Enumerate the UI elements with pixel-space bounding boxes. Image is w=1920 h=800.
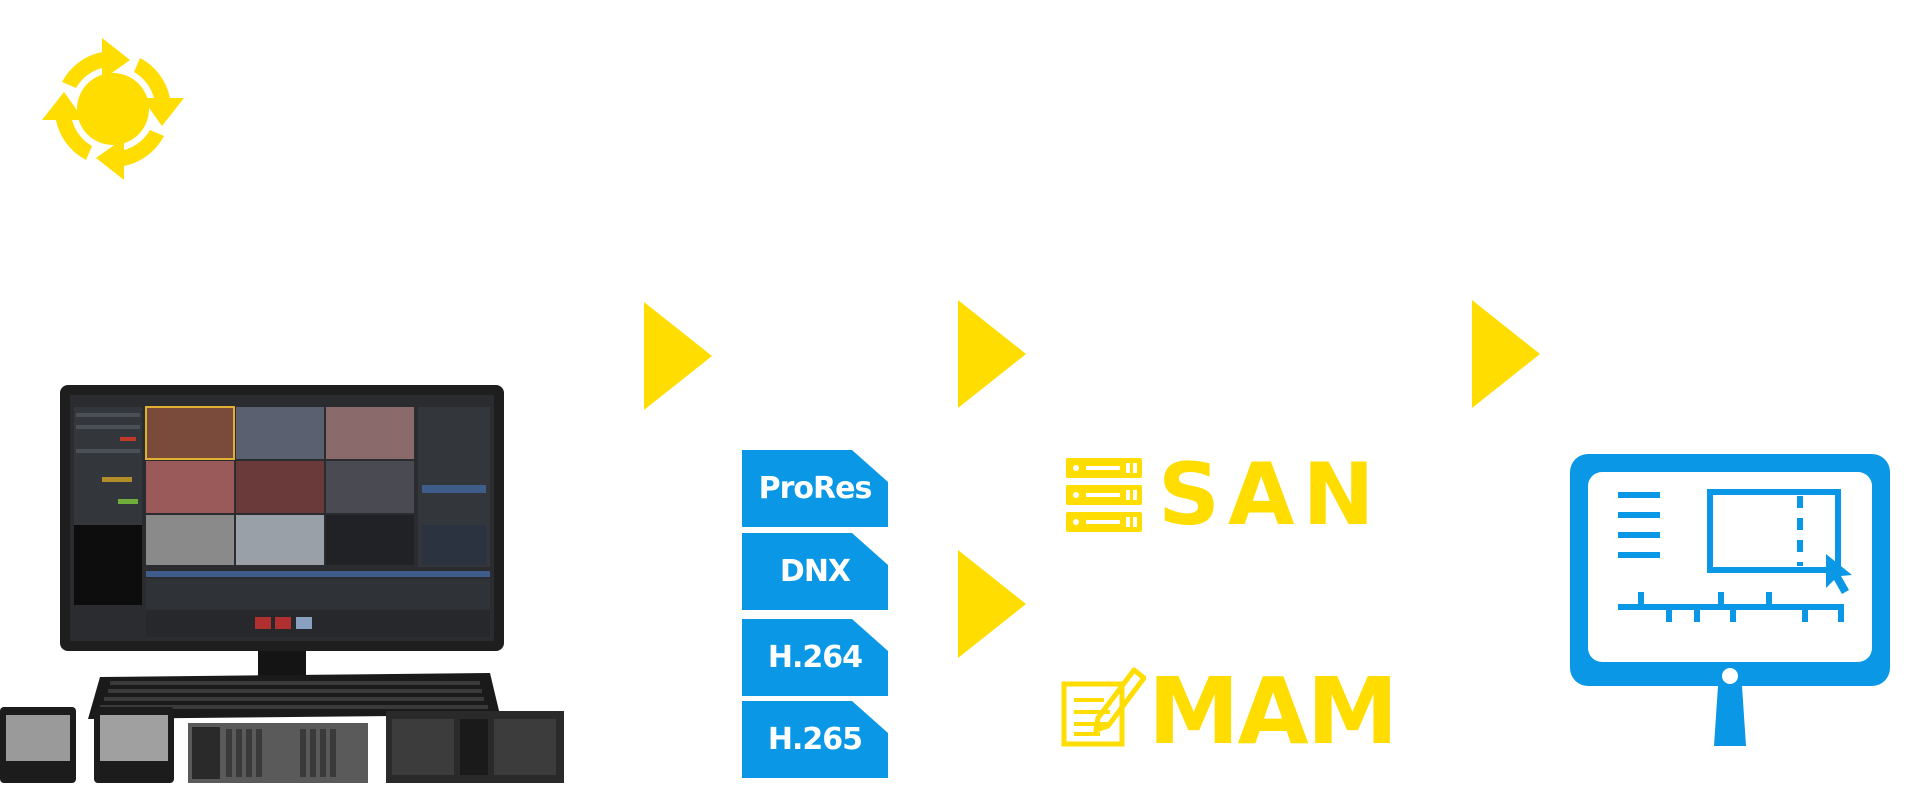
flow-arrow-2 xyxy=(958,300,1026,408)
mam-label: MAM xyxy=(1148,658,1398,765)
flow-arrow-1 xyxy=(644,302,712,410)
server-rack-icon xyxy=(1066,458,1142,532)
codec-tag-h264: H.264 xyxy=(742,619,888,696)
codec-tag-h265: H.265 xyxy=(742,701,888,778)
codec-label: ProRes xyxy=(758,471,873,506)
codec-tag-prores: ProRes xyxy=(742,450,888,527)
workstation-illustration xyxy=(0,385,570,790)
san-label: SAN xyxy=(1158,445,1383,545)
codec-tag-dnx: DNX xyxy=(742,533,888,610)
cycle-arrows-icon xyxy=(22,18,204,200)
codec-label: DNX xyxy=(779,554,851,589)
monitor-timeline-icon xyxy=(1570,454,1890,748)
notepad-pencil-icon xyxy=(1060,662,1146,748)
flow-arrow-4 xyxy=(1472,300,1540,408)
flow-arrow-3 xyxy=(958,550,1026,658)
codec-label: H.265 xyxy=(767,722,863,757)
codec-label: H.264 xyxy=(767,640,863,675)
